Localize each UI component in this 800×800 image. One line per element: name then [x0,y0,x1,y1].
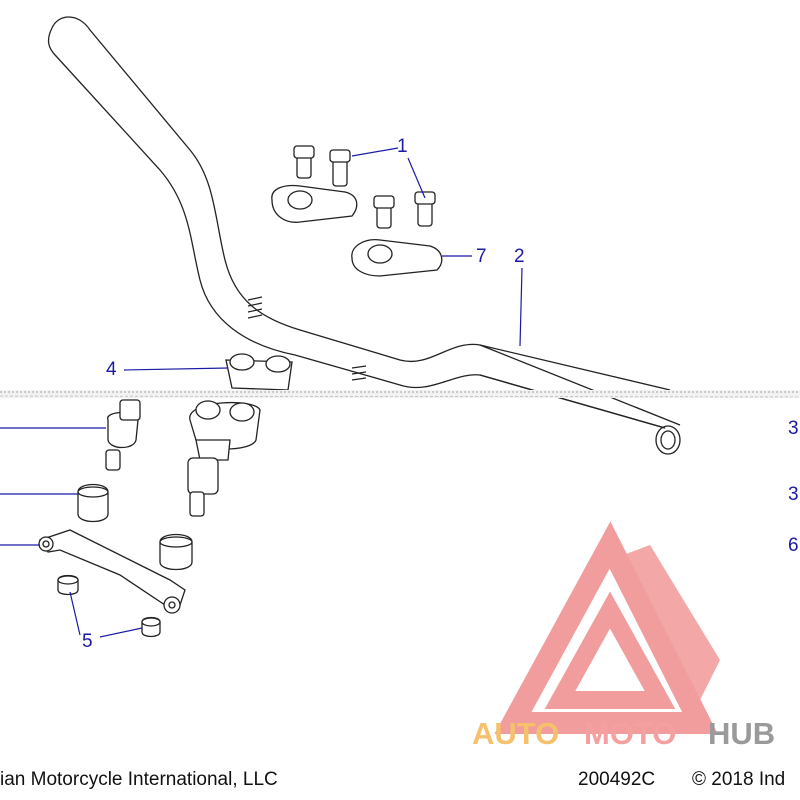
leader-lines [0,147,523,638]
upper-clamp-left [271,145,358,223]
callout-1: 1 [397,136,408,157]
footer-code: 200492C [578,769,656,790]
callout-4: 4 [106,359,117,380]
mounting-plate [38,529,186,614]
watermark-moto: MOTO [584,716,677,751]
callout-2: 2 [514,246,525,267]
callout-6: 6 [788,535,799,556]
callout-5: 5 [82,631,93,652]
bushing-upper [77,483,109,523]
scan-line [0,390,800,398]
footer-copyright: © 2018 Ind [692,769,786,790]
riser-lower-right [187,400,261,517]
grommet-left [57,574,79,596]
bushing-lower [159,533,193,571]
watermark-wordmark: AUTO MOTO HUB [472,718,800,754]
callout-7: 7 [476,246,487,267]
upper-clamp-right [351,191,443,277]
riser-upper [225,353,293,391]
watermark-auto: AUTO [472,716,560,751]
handlebar [47,16,681,455]
footer-company: ian Motorcycle International, LLC [0,769,278,790]
callout-3-lower: 3 [788,484,799,505]
watermark-hub: HUB [708,716,776,751]
riser-lower-left [105,399,141,471]
callout-3-upper: 3 [788,418,799,439]
grommet-right [141,616,161,638]
watermark-logo [494,521,720,734]
